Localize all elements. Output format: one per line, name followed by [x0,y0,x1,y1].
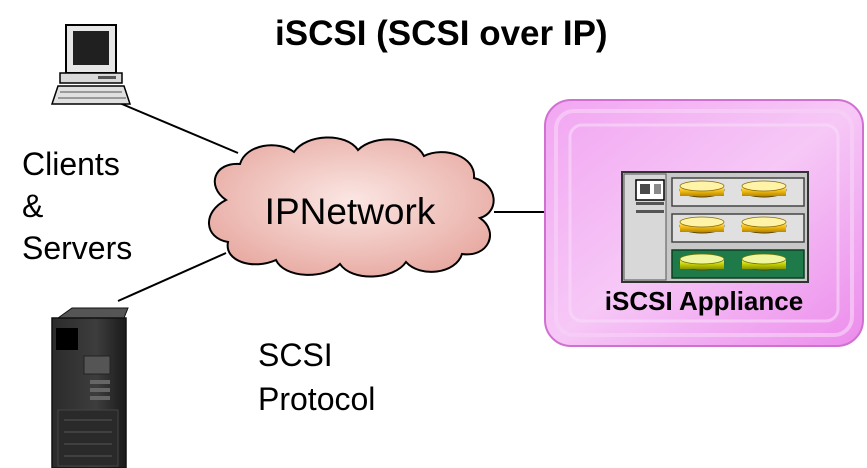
protocol-label-line2: Protocol [258,381,376,417]
storage-array-icon [621,171,809,283]
clients-label-line2: & [22,188,44,224]
appliance-label: iSCSI Appliance [604,286,804,316]
clients-label-line3: Servers [22,230,133,266]
clients-label-line1: Clients [22,146,120,182]
protocol-label-line1: SCSI [258,337,333,373]
server-link-line [117,252,227,302]
network-label: IPNetwork [265,191,436,232]
clients-servers-label: Clients & Servers [22,143,132,269]
network-cloud-icon: IPNetwork [208,136,495,278]
client-link-line [109,98,239,154]
server-tower-icon [51,307,129,468]
scsi-protocol-label: SCSI Protocol [258,333,375,421]
diagram-title: iSCSI (SCSI over IP) [275,14,608,53]
desktop-computer-icon [50,24,132,105]
